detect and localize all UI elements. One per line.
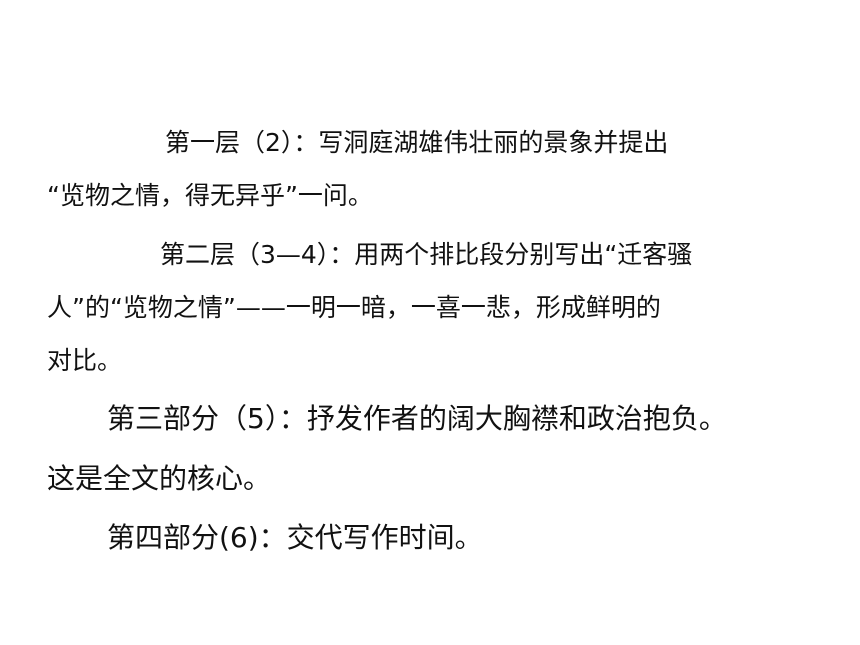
- paragraph-3-line-2: 这是全文的核心。: [47, 462, 272, 495]
- paragraph-4-line-1: 第四部分(6)：交代写作时间。: [107, 521, 483, 554]
- paragraph-1-line-1: 第一层（2）：写洞庭湖雄伟壮丽的景象并提出: [165, 128, 669, 157]
- paragraph-2-line-3: 对比。: [47, 346, 123, 375]
- paragraph-2-line-2: 人”的“览物之情”——一明一暗，一喜一悲，形成鲜明的: [47, 293, 661, 322]
- paragraph-2-line-1: 第二层（3—4）：用两个排比段分别写出“迁客骚: [160, 240, 693, 269]
- paragraph-1-line-2: “览物之情，得无异乎”一问。: [47, 181, 373, 210]
- paragraph-3-line-1: 第三部分（5）：抒发作者的阔大胸襟和政治抱负。: [107, 402, 727, 435]
